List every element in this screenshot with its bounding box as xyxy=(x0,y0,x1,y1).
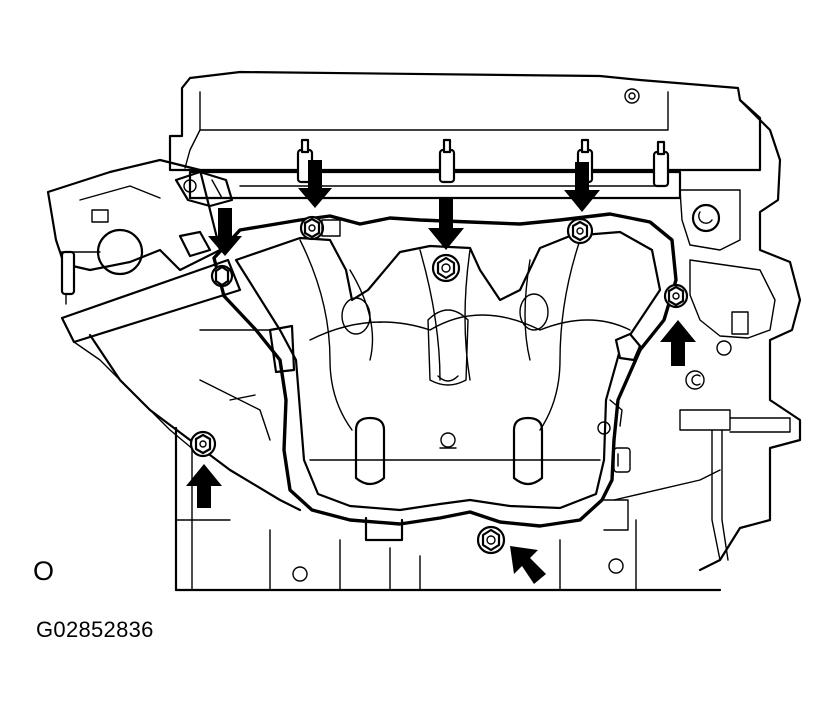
bolt-bottom-center xyxy=(476,525,506,555)
bolt-top-left xyxy=(210,264,234,288)
injector xyxy=(438,138,456,184)
figure-code: G02852836 xyxy=(36,617,154,642)
bolt-top-center xyxy=(431,253,461,283)
bolt-top-second xyxy=(299,215,341,241)
exhaust-manifold xyxy=(212,212,678,542)
arrow-icon xyxy=(564,162,600,212)
arrow-icon xyxy=(660,320,696,366)
injector xyxy=(652,140,670,188)
arrow-icon xyxy=(510,546,546,584)
intake-assembly xyxy=(46,158,302,512)
bolt-top-right xyxy=(566,217,594,245)
arrow-icon xyxy=(186,464,222,508)
arrow-icon xyxy=(428,198,464,250)
arrow-icon xyxy=(298,160,332,208)
bolt-right-side xyxy=(663,283,689,309)
engine-block-outline xyxy=(168,70,802,592)
arrow-icon xyxy=(208,208,242,256)
bolt-lower-left xyxy=(189,430,217,458)
view-label: O xyxy=(33,556,55,586)
